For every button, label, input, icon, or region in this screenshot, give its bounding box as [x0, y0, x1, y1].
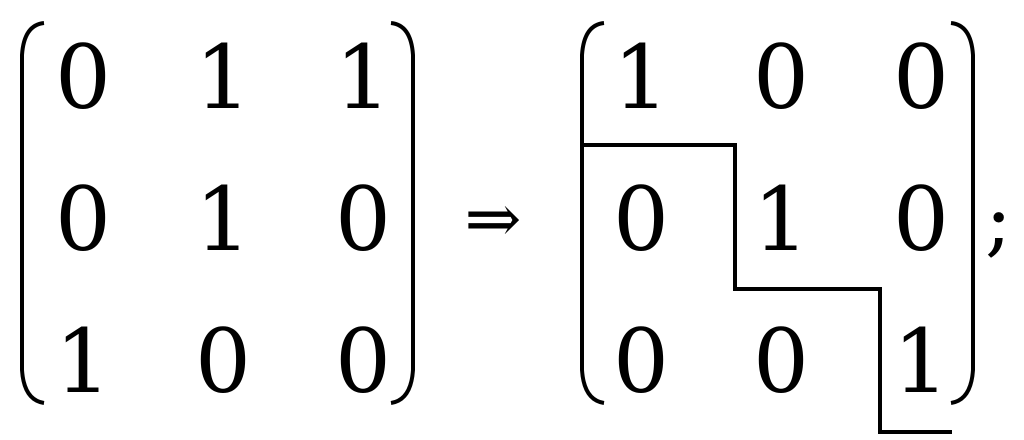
right-matrix-cell-r2c2: 1 — [753, 168, 809, 271]
right-matrix-cell-r1c2: 0 — [753, 26, 809, 129]
implies-arrow-icon: ⇒ — [464, 180, 522, 259]
separator-semicolon: ; — [985, 173, 1012, 266]
left-matrix-cell-r2c2: 1 — [195, 168, 251, 271]
left-matrix-cell-r1c2: 1 — [195, 26, 251, 129]
right-matrix-cell-r3c2: 0 — [753, 310, 809, 413]
left-matrix-cell-r3c1: 1 — [55, 310, 111, 413]
right-matrix-cell-r1c1: 1 — [613, 26, 669, 129]
left-matrix-cell-r3c3: 0 — [335, 310, 391, 413]
right-matrix-cell-r2c3: 0 — [893, 168, 949, 271]
left-matrix-cell-r1c1: 0 — [55, 26, 111, 129]
left-matrix-open-paren — [20, 21, 45, 405]
left-matrix-cell-r3c2: 0 — [195, 310, 251, 413]
right-matrix-open-paren — [580, 21, 605, 405]
right-matrix-cell-r1c3: 0 — [893, 26, 949, 129]
right-matrix-close-paren — [950, 21, 975, 405]
left-matrix-close-paren — [390, 21, 415, 405]
left-matrix-cell-r1c3: 1 — [335, 26, 391, 129]
left-matrix-cell-r2c3: 0 — [335, 168, 391, 271]
right-matrix-cell-r2c1: 0 — [613, 168, 669, 271]
right-matrix-cell-r3c1: 0 — [613, 310, 669, 413]
right-matrix-cell-r3c3: 1 — [893, 310, 949, 413]
left-matrix-cell-r2c1: 0 — [55, 168, 111, 271]
